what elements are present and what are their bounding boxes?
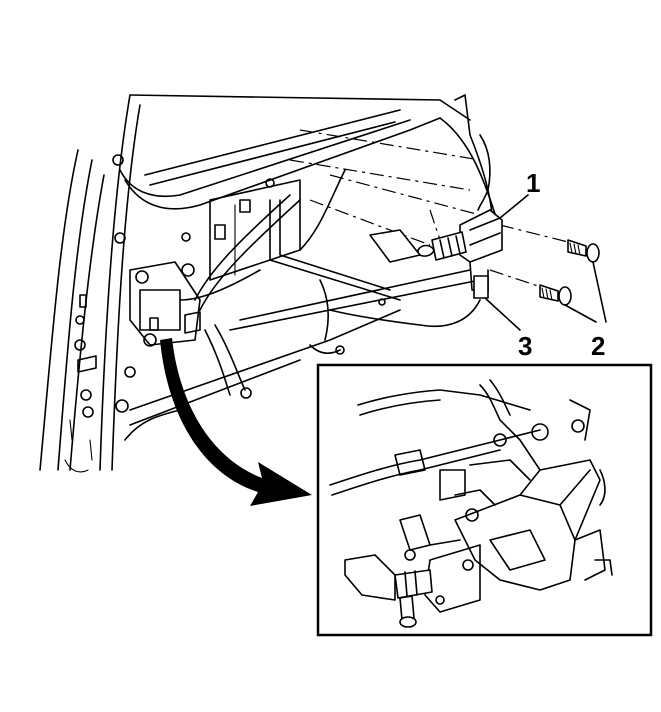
door-inner-panel (39, 94, 501, 473)
alignment-lines (289, 129, 581, 291)
screw-icon (539, 284, 572, 306)
callout-label-3: 3 (518, 331, 532, 361)
wiring-harness (329, 299, 481, 327)
curved-arrow-icon (160, 338, 312, 506)
detail-inset (316, 363, 653, 637)
door-lock-actuator-icon (369, 209, 503, 299)
screw-icon (567, 239, 600, 263)
callout-label-2: 2 (591, 331, 605, 361)
callout-leaders (484, 194, 607, 331)
callout-label-1: 1 (526, 168, 540, 198)
